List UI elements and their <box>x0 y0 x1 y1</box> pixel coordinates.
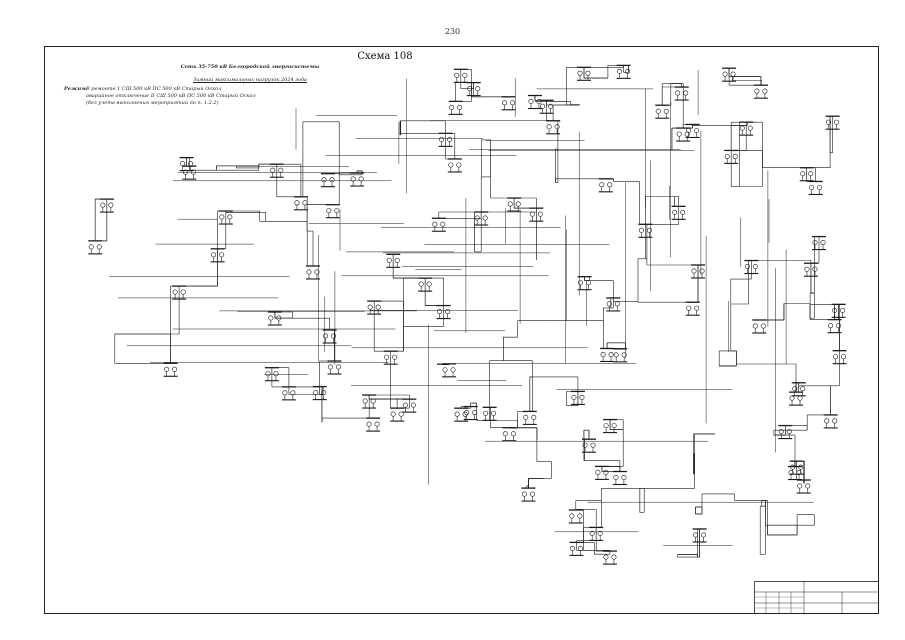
drawing-frame <box>44 46 879 614</box>
note-line-3: (без учета выполнения мероприятий по п. … <box>86 100 219 106</box>
network-lines <box>94 65 840 558</box>
note-line-1: В ремонте 1 СШ 500 кВ ПС 500 кВ Старый О… <box>86 86 222 92</box>
substation-blocks <box>88 64 847 565</box>
note-label: Режим: <box>64 86 88 92</box>
note-line-2: аварийное отключение II СШ 500 кВ ПС 500… <box>86 93 256 99</box>
page-number: 230 <box>444 27 461 36</box>
title-block <box>754 581 879 614</box>
scheme-title: Схема 108 <box>357 51 413 62</box>
scheme-regime: Зимний максимальных нагрузок 2024 года <box>193 77 307 83</box>
scheme-subtitle: Сеть 35-750 кВ Белгородской энергосистем… <box>180 64 320 70</box>
network-diagram <box>88 64 847 565</box>
